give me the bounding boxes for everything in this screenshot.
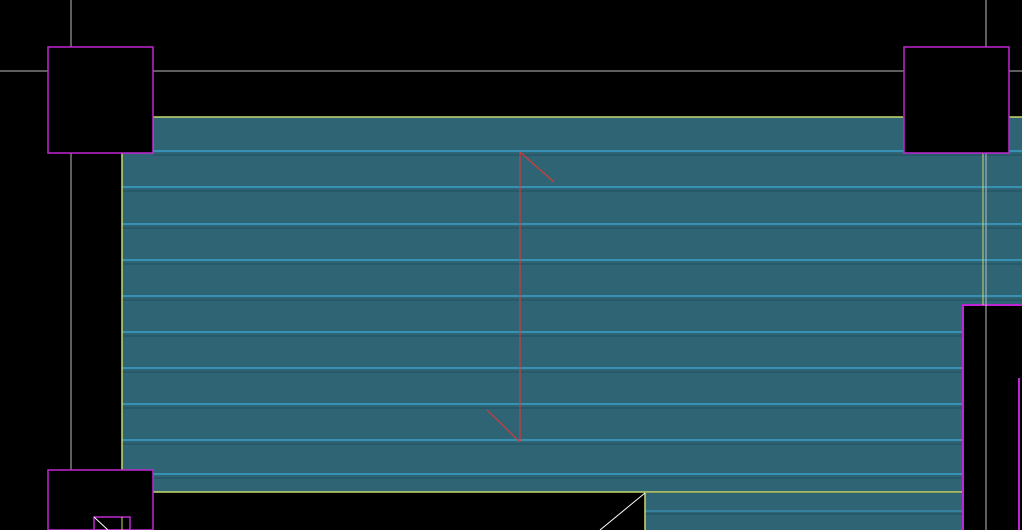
slab-fill [122, 117, 1022, 492]
right-wall-opening[interactable] [962, 153, 1022, 530]
column-hatch-line [93, 516, 109, 530]
column-bottom-left-inner [93, 516, 131, 530]
column-top-right[interactable] [903, 46, 1010, 154]
opening-outline [962, 304, 1022, 530]
opening-fill [963, 305, 1022, 530]
column-top-left[interactable] [47, 46, 154, 154]
span-arrow-head-top [519, 151, 555, 183]
stair-diagonal [599, 492, 646, 530]
floor-deck-slab[interactable] [121, 116, 1022, 493]
deck-rib-lines [122, 150, 1022, 479]
lower-slab-section[interactable] [599, 492, 963, 530]
span-arrow-head-bottom [486, 409, 521, 443]
column-bottom-left[interactable] [47, 469, 154, 530]
span-arrow-icon[interactable] [486, 151, 555, 443]
slab-outline [121, 116, 1022, 493]
structural-columns[interactable] [47, 46, 1010, 530]
